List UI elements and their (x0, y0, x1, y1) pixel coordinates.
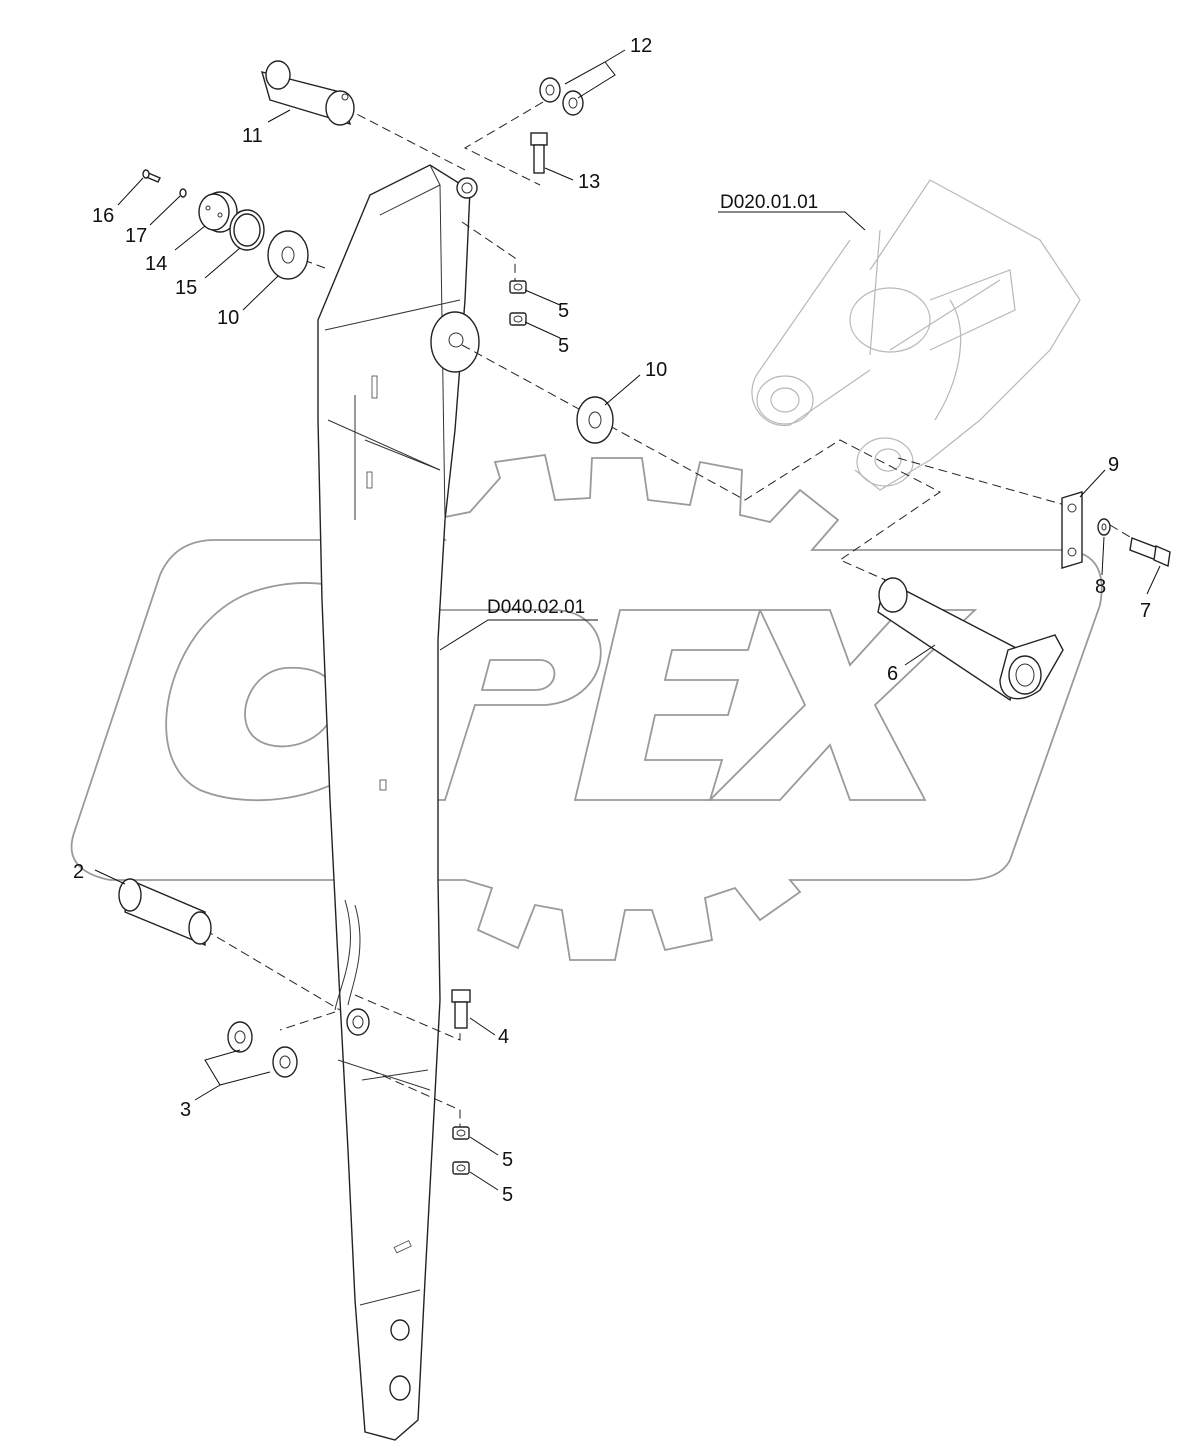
boom-assembly (317, 164, 480, 1441)
callout-14: 14 (145, 253, 167, 275)
leader-lines (94, 49, 1161, 1191)
bolt-icon (1129, 537, 1171, 568)
washer-icon (576, 396, 614, 444)
screw-icon (142, 169, 161, 183)
callout-6: 6 (887, 663, 898, 685)
opex-watermark (70, 453, 1103, 961)
callout-12: 12 (630, 35, 652, 57)
callout-16: 16 (92, 205, 114, 227)
nut-icon (509, 280, 527, 294)
boom-center-pin-boss (430, 311, 480, 373)
washer-icon (179, 188, 187, 198)
ref-attachment: D020.01.01 (720, 192, 818, 213)
washer-pair-icon (227, 1021, 298, 1078)
bolt-icon (451, 989, 471, 1029)
nut-icon (452, 1126, 470, 1140)
callout-15: 15 (175, 277, 197, 299)
nut-icon (452, 1161, 470, 1175)
boom-lower-pin-boss (346, 1008, 370, 1036)
pin-icon (260, 60, 355, 126)
washer-icon (1097, 518, 1111, 536)
callout-10-upper: 10 (217, 307, 239, 329)
callout-3: 3 (180, 1099, 191, 1121)
attachment-ghost (751, 179, 1081, 491)
boom-tip-pin-boss (389, 1375, 411, 1401)
washer-icon (267, 230, 309, 280)
pin-icon (118, 878, 212, 947)
callout-17: 17 (125, 225, 147, 247)
nut-icon (509, 312, 527, 326)
callout-13: 13 (578, 171, 600, 193)
installation-lines (204, 94, 1136, 1130)
callout-11: 11 (242, 125, 263, 147)
callout-5-upper-b: 5 (558, 335, 569, 357)
ref-boom: D040.02.01 (487, 597, 585, 618)
pin-with-plate-icon (877, 577, 1064, 702)
o-ring-icon (229, 209, 265, 251)
callout-9: 9 (1108, 454, 1119, 476)
lock-plate-icon (1061, 491, 1083, 569)
bolt-icon (530, 132, 548, 174)
watermark-gear-outline (70, 453, 1103, 961)
boom-top-pin-boss (456, 177, 478, 199)
callout-10-mid: 10 (645, 359, 667, 381)
washer-pair-icon (539, 77, 584, 116)
watermark-letter-e (573, 609, 762, 801)
callout-2: 2 (73, 861, 84, 883)
callout-5-lower-a: 5 (502, 1149, 513, 1171)
callout-4: 4 (498, 1026, 509, 1048)
callout-5-upper-a: 5 (558, 300, 569, 322)
callout-8: 8 (1095, 576, 1106, 598)
callout-7: 7 (1140, 600, 1151, 622)
callouts: 11 12 13 16 17 14 15 10 5 5 10 D020.01.0… (73, 35, 1151, 1206)
watermark-letter-p (383, 609, 602, 801)
cap-icon (198, 191, 238, 233)
watermark-letter-x (707, 609, 978, 801)
callout-5-lower-b: 5 (502, 1184, 513, 1206)
boom-end-pin-boss (390, 1319, 410, 1341)
